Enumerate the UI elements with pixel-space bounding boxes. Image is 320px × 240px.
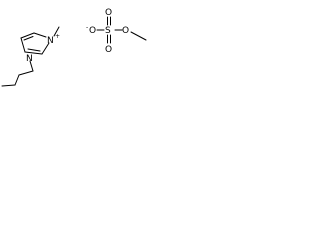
oxygen-methyl: O <box>122 26 129 36</box>
ring-nitrogen-1: N <box>26 54 33 64</box>
butyl-bond-3 <box>14 74 20 86</box>
butyl-bond-1 <box>29 60 34 72</box>
positive-charge: + <box>55 33 60 40</box>
ring-bond-c4-n3 <box>33 32 47 38</box>
ring-bond-c5-c4 <box>20 32 35 39</box>
butyl-bond-4 <box>1 84 16 87</box>
n-methyl-bond <box>53 26 60 37</box>
ring-bond-c5-c4-double <box>23 36 34 41</box>
ring-bond-n1-c5 <box>20 37 26 53</box>
butyl-bond-2 <box>18 70 34 76</box>
o-methyl-bond <box>130 31 147 41</box>
sulfur-atom: S <box>105 26 111 36</box>
ring-bond-c2-n1-double <box>27 48 41 52</box>
ring-nitrogen-3: N <box>47 36 54 46</box>
negative-charge: - <box>86 24 88 31</box>
chemical-structure: N + N - O S O O O <box>1 8 147 87</box>
methyl-sulfate-anion: - O S O O O <box>86 8 147 55</box>
ring-bond-n3-c2 <box>41 42 50 55</box>
oxygen-anion: O <box>89 26 96 36</box>
imidazolium-cation: N + N <box>1 26 60 87</box>
oxygen-top: O <box>105 8 112 18</box>
ring-bond-c2-n1 <box>24 51 43 55</box>
oxygen-bottom: O <box>105 45 112 55</box>
